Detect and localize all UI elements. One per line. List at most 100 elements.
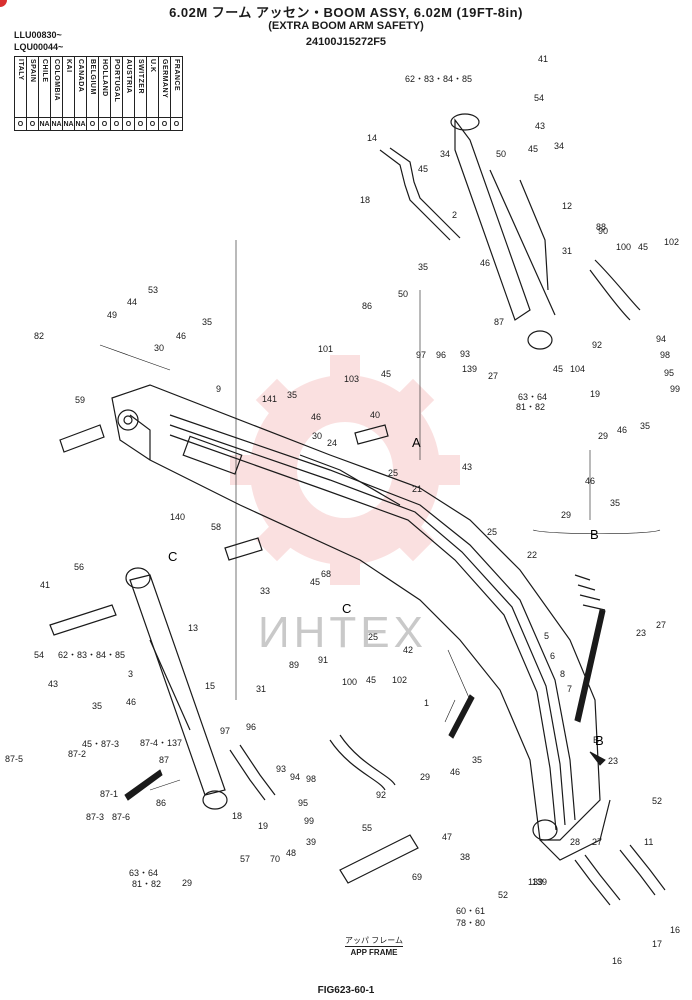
diagram-title: 6.02M フーム アッセン・BOOM ASSY, 6.02M (19FT-8i… <box>169 5 523 20</box>
part-callout: 94 <box>656 334 666 344</box>
part-callout: 43 <box>535 121 545 131</box>
part-callout: 3 <box>128 669 133 679</box>
part-callout: 27 <box>656 620 666 630</box>
country-name: HOLLAND <box>101 59 108 97</box>
part-callout: 46 <box>585 476 595 486</box>
part-callout: 46 <box>617 425 627 435</box>
part-callout: 87-4・137 <box>140 738 182 748</box>
leader-lines <box>99 240 661 791</box>
country-name: ITALY <box>17 59 24 81</box>
part-callout: 18 <box>232 811 242 821</box>
part-callout: 12 <box>562 201 572 211</box>
part-callout: 59 <box>75 395 85 405</box>
part-callout: 25 <box>487 527 497 537</box>
country-header-cell: FRANCE <box>170 56 183 118</box>
part-callout: 139 <box>532 877 547 887</box>
frame-label-jp: アッパ フレーム <box>345 936 403 945</box>
part-callout: 98 <box>306 774 316 784</box>
part-callout: 13 <box>188 623 198 633</box>
part-callout: 15 <box>205 681 215 691</box>
part-callout: 87-1 <box>100 789 118 799</box>
part-callout: 25 <box>388 468 398 478</box>
part-callout: 45 <box>528 144 538 154</box>
country-mark-cell: O <box>98 117 111 131</box>
part-callout: 40 <box>370 410 380 420</box>
part-callout: 90 <box>598 226 608 236</box>
part-callout: 78・80 <box>456 918 485 928</box>
part-callout: 31 <box>562 246 572 256</box>
part-callout: 100 <box>342 677 357 687</box>
part-callout: B <box>593 735 599 745</box>
part-callout: 46 <box>126 697 136 707</box>
part-callout: 42 <box>403 645 413 655</box>
country-name: SWITZER <box>137 59 144 94</box>
country-name: FRANCE <box>173 59 180 92</box>
part-callout: 19 <box>590 389 600 399</box>
part-callout: 18 <box>360 195 370 205</box>
part-callout: 30 <box>154 343 164 353</box>
part-callout: 102 <box>664 237 679 247</box>
part-callout: 98 <box>660 350 670 360</box>
part-callout: 91 <box>318 655 328 665</box>
part-callout: 29 <box>182 878 192 888</box>
part-callout: 46 <box>176 331 186 341</box>
part-callout: 99 <box>670 384 680 394</box>
part-callout: 45 <box>418 164 428 174</box>
part-callout: 43 <box>48 679 58 689</box>
part-callout: 48 <box>286 848 296 858</box>
part-callout: 81・82 <box>516 402 545 412</box>
country-name: CANADA <box>77 59 84 93</box>
part-callout: 29 <box>561 510 571 520</box>
country-mark-cell: O <box>134 117 147 131</box>
country-mark-cell: O <box>158 117 171 131</box>
part-callout: 35 <box>472 755 482 765</box>
serial-range-2: LQU00044~ <box>14 42 64 52</box>
part-callout: 95 <box>298 798 308 808</box>
part-callout: 87 <box>159 755 169 765</box>
part-callout: 38 <box>460 852 470 862</box>
part-callout: 58 <box>211 522 221 532</box>
country-mark-cell: NA <box>74 117 87 131</box>
part-callout: 96 <box>246 722 256 732</box>
country-mark-cell: NA <box>50 117 63 131</box>
part-callout: 103 <box>344 374 359 384</box>
frame-label-en: APP FRAME <box>345 946 403 958</box>
part-callout: 25 <box>368 632 378 642</box>
part-callout: 35 <box>640 421 650 431</box>
watermark-gear <box>230 355 460 585</box>
part-callout: 46 <box>480 258 490 268</box>
part-callout: 53 <box>148 285 158 295</box>
boom-outline <box>49 113 666 906</box>
part-callout: 24 <box>327 438 337 448</box>
part-callout: 35 <box>418 262 428 272</box>
part-callout: 30 <box>312 431 322 441</box>
part-callout: 27 <box>488 371 498 381</box>
part-callout: 43 <box>462 462 472 472</box>
part-callout: 93 <box>460 349 470 359</box>
view-label-c-top: C <box>168 549 177 564</box>
part-callout: 16 <box>612 956 622 966</box>
country-name: GERMANY <box>161 59 168 99</box>
part-callout: 86 <box>362 301 372 311</box>
country-header-cell: COLOMBIA <box>50 56 63 118</box>
country-header-cell: CANADA <box>74 56 87 118</box>
part-callout: 7 <box>567 684 572 694</box>
country-name: AUSTRIA <box>125 59 132 94</box>
country-header-cell: BELGIUM <box>86 56 99 118</box>
arrow-markers <box>124 609 606 801</box>
part-callout: 41 <box>538 54 548 64</box>
part-callout: 14 <box>367 133 377 143</box>
part-callout: 8 <box>560 669 565 679</box>
part-callout: 35 <box>287 390 297 400</box>
part-callout: 35 <box>610 498 620 508</box>
part-callout: 99 <box>304 816 314 826</box>
part-callout: 35 <box>92 701 102 711</box>
country-mark-cell: O <box>146 117 159 131</box>
part-callout: 50 <box>398 289 408 299</box>
country-header-cell: SPAIN <box>26 56 39 118</box>
view-label-b-detail: B <box>590 527 599 542</box>
part-callout: 62・83・84・85 <box>405 74 472 84</box>
part-callout: 33 <box>260 586 270 596</box>
